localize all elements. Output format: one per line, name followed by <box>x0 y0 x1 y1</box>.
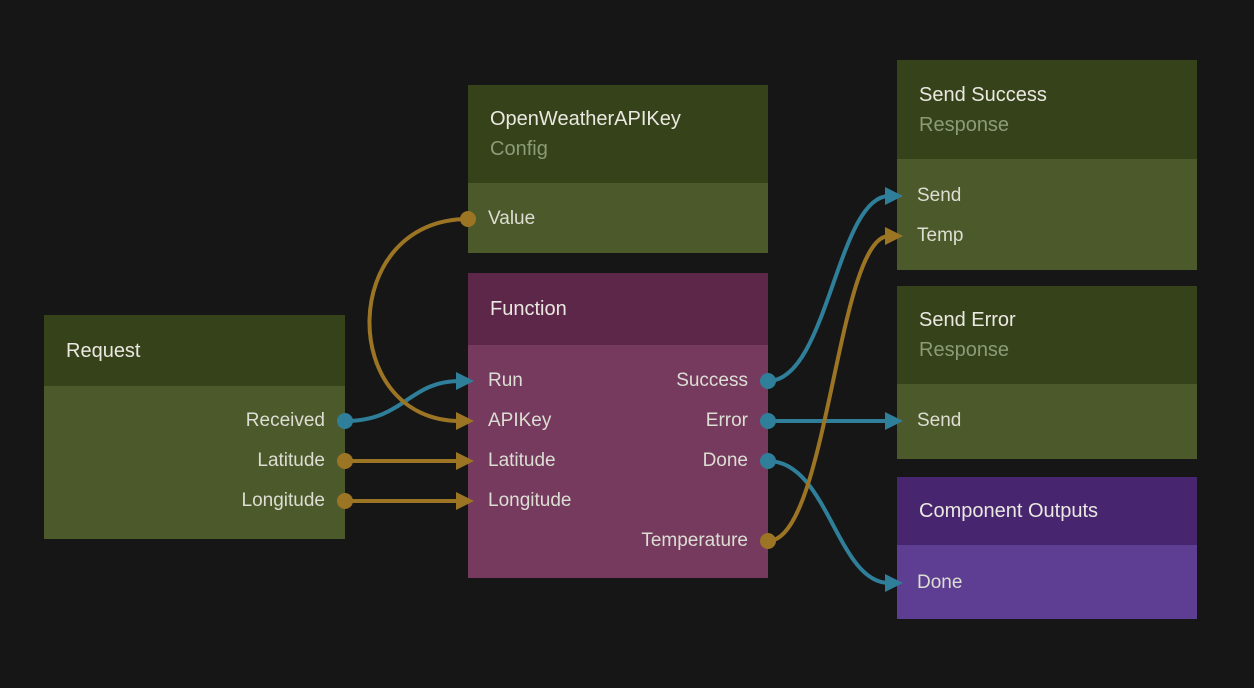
node-body <box>44 386 345 539</box>
port-label-function-done: Done <box>702 450 748 471</box>
edge-request-received--function-run[interactable] <box>343 379 462 423</box>
node-subtitle: Response <box>919 339 1010 361</box>
node-header: Request <box>44 315 345 386</box>
node-body <box>897 159 1197 270</box>
port-label-request-longitude: Longitude <box>241 490 325 511</box>
node-body <box>468 183 768 253</box>
node-body <box>468 345 768 578</box>
node-title: OpenWeatherAPIKey <box>490 108 681 130</box>
port-label-senderror-send: Send <box>917 410 962 431</box>
port-label-function-longitude: Longitude <box>488 490 572 511</box>
port-label-function-run: Run <box>488 370 523 391</box>
port-label-openweatherapikey-value: Value <box>488 208 536 229</box>
node-header: Component Outputs <box>897 477 1197 545</box>
node-header: Function <box>468 273 768 345</box>
port-label-sendsuccess-send: Send <box>917 185 962 206</box>
edge-openweatherapikey-value--function-apikey[interactable] <box>367 217 470 423</box>
node-subtitle: Response <box>919 113 1010 136</box>
node-title: Function <box>490 298 567 320</box>
port-label-sendsuccess-temp: Temp <box>917 225 964 246</box>
port-label-function-error: Error <box>705 410 748 431</box>
node-subtitle: Config <box>490 138 548 160</box>
node-title: Send Error <box>919 309 1016 331</box>
edge-function-done--componentoutputs-done[interactable] <box>766 459 891 585</box>
port-label-request-received: Received <box>245 410 325 431</box>
edge-function-temperature--sendsuccess-temp[interactable] <box>766 234 891 543</box>
port-label-function-latitude: Latitude <box>488 450 556 471</box>
port-label-function-apikey: APIKey <box>488 410 552 431</box>
edge-function-success--sendsuccess-send[interactable] <box>766 194 891 383</box>
node-title: Component Outputs <box>919 500 1098 522</box>
node-title: Send Success <box>919 83 1047 106</box>
port-label-function-temperature: Temperature <box>641 530 748 551</box>
node-body <box>897 545 1197 619</box>
port-label-componentoutputs-done: Done <box>917 572 963 593</box>
port-label-function-success: Success <box>676 370 748 391</box>
node-body <box>897 384 1197 459</box>
port-label-request-latitude: Latitude <box>257 450 325 471</box>
node-title: Request <box>66 339 141 362</box>
